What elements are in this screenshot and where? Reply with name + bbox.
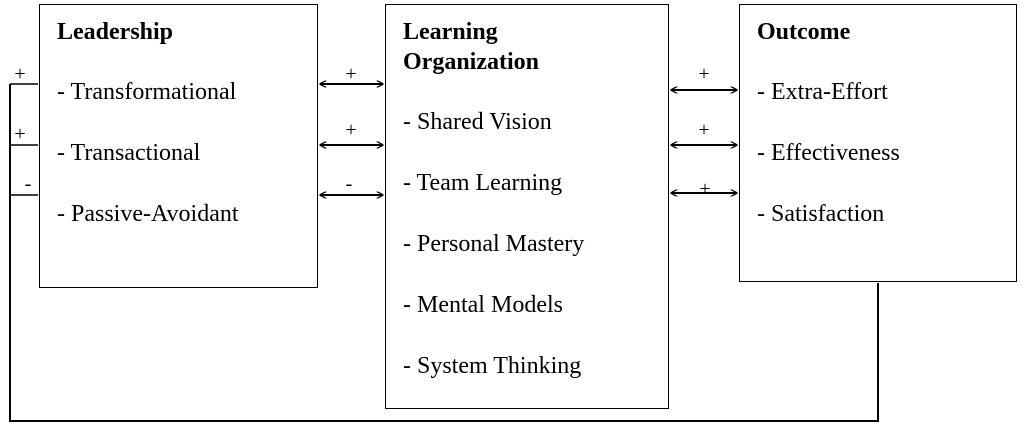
feedback-sign-2: +: [14, 123, 25, 145]
learning-item-personal-mastery: - Personal Mastery: [403, 231, 585, 257]
sign-leadership-learning-3: -: [346, 173, 353, 195]
learning-organization-box: Learning Organization - Shared Vision - …: [385, 4, 669, 409]
learning-item-shared-vision: - Shared Vision: [403, 109, 552, 135]
learning-organization-title-line1: Learning: [403, 19, 498, 45]
leadership-item-transformational: - Transformational: [57, 79, 237, 105]
feedback-loop-line: [9, 84, 879, 422]
outcome-title: Outcome: [757, 19, 851, 45]
sign-leadership-learning-2: +: [345, 119, 356, 141]
feedback-sign-3: -: [25, 173, 32, 195]
leadership-item-transactional: - Transactional: [57, 140, 201, 166]
leadership-title: Leadership: [57, 19, 174, 45]
feedback-sign-1: +: [14, 63, 25, 85]
sign-leadership-learning-1: +: [345, 63, 356, 85]
learning-item-system-thinking: - System Thinking: [403, 353, 582, 379]
learning-item-mental-models: - Mental Models: [403, 292, 563, 318]
sign-learning-outcome-2: +: [698, 119, 709, 141]
leadership-item-passive-avoidant: - Passive-Avoidant: [57, 201, 239, 227]
outcome-item-satisfaction: - Satisfaction: [757, 201, 885, 227]
learning-organization-title: Learning Organization: [403, 17, 539, 77]
outcome-box: Outcome - Extra-Effort - Effectiveness -…: [739, 4, 1017, 282]
learning-item-team-learning: - Team Learning: [403, 170, 563, 196]
sign-learning-outcome-3: +: [699, 178, 710, 200]
outcome-item-effectiveness: - Effectiveness: [757, 140, 900, 166]
leadership-box: Leadership - Transformational - Transact…: [39, 4, 318, 288]
sign-learning-outcome-1: +: [698, 63, 709, 85]
outcome-item-extra-effort: - Extra-Effort: [757, 79, 888, 105]
learning-organization-title-line2: Organization: [403, 49, 539, 75]
